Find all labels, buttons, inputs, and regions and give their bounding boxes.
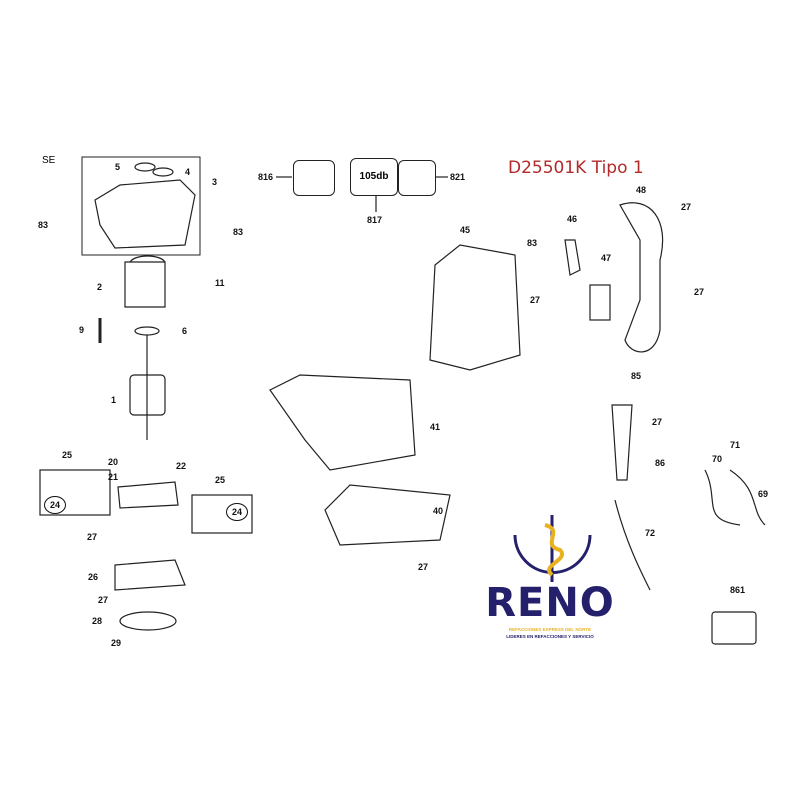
part-label: 29 (111, 638, 122, 648)
logo-name: RENO (485, 580, 615, 626)
part-label: 5 (115, 162, 121, 172)
part-label: 28 (92, 616, 103, 626)
fan-28 (119, 611, 177, 631)
part-label: 70 (712, 454, 723, 464)
part-label: 86 (655, 458, 666, 468)
wires-69 (704, 469, 766, 526)
part-label: 20 (108, 457, 119, 467)
part-label: 25 (62, 450, 73, 460)
part-label: 48 (636, 185, 647, 195)
part-label: 821 (450, 172, 466, 182)
part-label: 25 (215, 475, 226, 485)
handle-housing-45 (429, 244, 521, 371)
part-label: 41 (430, 422, 441, 432)
part-label: 27 (87, 532, 98, 542)
label-817: 105db (350, 158, 398, 196)
switch-47 (589, 284, 611, 321)
part-label: 4 (185, 167, 191, 177)
part-label: 47 (601, 253, 612, 263)
housing-40 (324, 484, 451, 546)
gear-housing-group-frame (81, 156, 201, 256)
brush-plate (117, 481, 179, 509)
part-label: 26 (88, 572, 99, 582)
part-label: 83 (233, 227, 244, 237)
part-label: 22 (176, 461, 187, 471)
lock-46 (564, 239, 581, 276)
part-label: 9 (79, 325, 85, 335)
logo-tagline-1: REFACCIONES EXPRESS DEL NORTE (508, 627, 592, 632)
part-label: 816 (258, 172, 274, 182)
logo-tagline-2: LIDERES EN REFACCIONES Y SERVICIO (506, 634, 594, 639)
reno-logo: RENO REFACCIONES EXPRESS DEL NORTE LIDER… (482, 512, 618, 640)
part-label: 6 (182, 326, 188, 336)
part-label: 817 (367, 215, 383, 225)
part-label: 85 (631, 371, 642, 381)
end-plate-26 (114, 559, 186, 591)
label-816 (293, 160, 335, 196)
bearing-5 (134, 162, 156, 172)
case-861 (711, 611, 757, 645)
part-label: 27 (418, 562, 429, 572)
part-label: 72 (645, 528, 656, 538)
part-label: 11 (215, 278, 225, 288)
part-label: 45 (460, 225, 471, 235)
part-label: 69 (758, 489, 769, 499)
label-821 (398, 160, 436, 196)
part-label: 1 (111, 395, 117, 405)
cord-72 (614, 499, 651, 591)
part-label: 27 (98, 595, 109, 605)
part-label: 46 (567, 214, 578, 224)
brush-holder-25b (191, 494, 253, 534)
part-label: 24 (226, 503, 248, 521)
logo-serpent (544, 523, 565, 577)
part-label: 27 (652, 417, 663, 427)
cord-guard-86 (611, 404, 633, 481)
part-label: 27 (681, 202, 692, 212)
part-label: 861 (730, 585, 746, 595)
part-label: 3 (212, 177, 218, 187)
part-label: 83 (527, 238, 538, 248)
bearing-4 (152, 167, 174, 177)
part-label: 71 (730, 440, 741, 450)
part-label: 27 (694, 287, 705, 297)
handle-48 (619, 202, 664, 353)
part-label: 83 (38, 220, 49, 230)
model-title: D25501K Tipo 1 (508, 158, 644, 178)
ring-6 (134, 326, 160, 336)
housing-41 (269, 374, 416, 471)
brush-holder-25a (39, 469, 111, 516)
gear-housing (94, 179, 196, 249)
part-label: 2 (97, 282, 103, 292)
part-label: 27 (530, 295, 541, 305)
part-label: 21 (108, 472, 119, 482)
section-label: SE (42, 155, 56, 166)
part-label: 40 (433, 506, 444, 516)
part-label: 24 (44, 496, 66, 514)
field-coil (124, 255, 166, 308)
